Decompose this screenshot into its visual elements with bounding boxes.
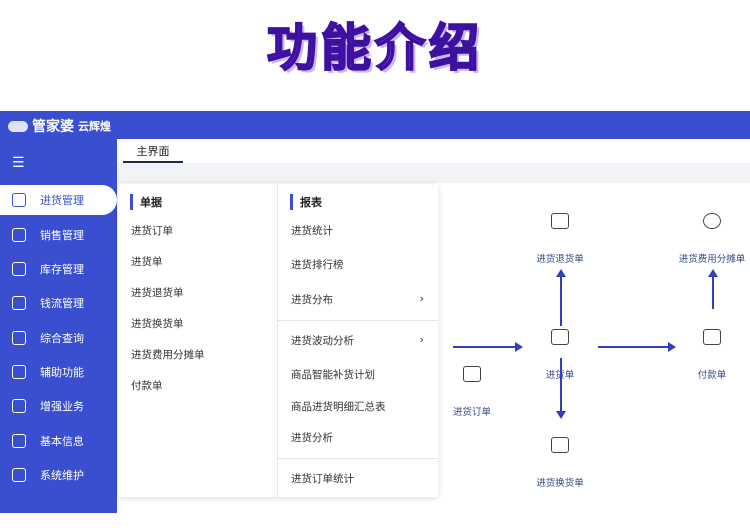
menu-item[interactable]: 进货分布: [291, 294, 333, 306]
menu-item[interactable]: 付款单: [131, 380, 163, 392]
wrench-icon: [12, 468, 26, 482]
assist-icon: [12, 365, 26, 379]
sidebar-item-label: 增强业务: [40, 400, 84, 413]
flow-label: 进货订单: [452, 407, 491, 418]
menu-item[interactable]: 进货订单: [131, 225, 173, 237]
arrowhead: [556, 269, 566, 277]
logo-subtext: 云辉煌: [78, 120, 111, 133]
flow-node-payment[interactable]: 付款单: [652, 329, 750, 381]
search-icon: [12, 331, 26, 345]
menu-toggle-icon[interactable]: ☰: [12, 155, 25, 171]
box-icon: [12, 262, 26, 276]
divider: [278, 320, 438, 321]
page-heading: 功能介绍: [266, 18, 483, 78]
cart-icon: [12, 193, 26, 207]
menu-item[interactable]: 进货单: [131, 256, 163, 268]
flow-node-return[interactable]: 进货退货单: [500, 213, 620, 265]
sidebar-item-label: 钱流管理: [40, 297, 84, 310]
menu-item[interactable]: 进货换货单: [131, 318, 184, 330]
arrow-purchase-to-exchange: [560, 358, 562, 412]
sidebar-item-cashflow[interactable]: 钱流管理: [0, 288, 117, 318]
menu-item[interactable]: 商品进货明细汇总表: [291, 401, 386, 413]
flow-label: 进货换货单: [536, 478, 584, 489]
flow-node-exchange[interactable]: 进货换货单: [500, 437, 620, 489]
menu-item[interactable]: 进货费用分摊单: [131, 349, 205, 361]
sidebar-item-label: 销售管理: [40, 229, 84, 242]
sidebar-item-label: 辅助功能: [40, 366, 84, 379]
menu-item[interactable]: 进货订单统计: [291, 473, 354, 485]
arrowhead: [515, 342, 523, 352]
arrow-purchase-to-payment: [598, 346, 670, 348]
reports-column: 报表 进货统计 进货排行榜 进货分布 › 进货波动分析 › 商品智能补货计划 商…: [278, 184, 438, 497]
return-box-icon: [551, 213, 569, 229]
sidebar-item-label: 库存管理: [40, 263, 84, 276]
payment-icon: [703, 329, 721, 345]
sidebar-item-label: 进货管理: [40, 194, 84, 207]
logo: 管家婆云辉煌: [8, 116, 111, 136]
purchase-dropdown-menu: 单据 进货订单 进货单 进货退货单 进货换货单 进货费用分摊单 付款单 报表 进…: [118, 184, 438, 497]
flow-node-expense[interactable]: 进货费用分摊单: [652, 213, 750, 265]
flow-node-order[interactable]: 进货订单: [412, 366, 532, 418]
sidebar-item-purchase[interactable]: 进货管理: [0, 185, 117, 215]
flow-label: 进货费用分摊单: [678, 254, 746, 265]
menu-item[interactable]: 进货统计: [291, 225, 333, 237]
money-bag-icon: [12, 296, 26, 310]
sidebar-item-label: 综合查询: [40, 332, 84, 345]
list-icon: [12, 399, 26, 413]
exchange-box-icon: [551, 437, 569, 453]
menu-item[interactable]: 进货波动分析: [291, 335, 354, 347]
arrowhead: [668, 342, 676, 352]
menu-item[interactable]: 进货分析: [291, 432, 333, 444]
sidebar: ☰ 进货管理 销售管理 库存管理 钱流管理 综合查询 辅助功能 增强业务 基本信…: [0, 139, 117, 513]
arrow-purchase-to-return: [560, 276, 562, 326]
sidebar-item-assist[interactable]: 辅助功能: [0, 357, 117, 387]
divider: [278, 458, 438, 459]
chevron-right-icon: ›: [419, 333, 424, 346]
arrow-payment-to-expense: [712, 276, 714, 309]
order-icon: [463, 366, 481, 382]
sidebar-item-label: 系统维护: [40, 469, 84, 482]
sidebar-item-system[interactable]: 系统维护: [0, 460, 117, 490]
chevron-right-icon: ›: [419, 292, 424, 305]
section-header: 报表: [290, 194, 322, 210]
section-header: 单据: [130, 194, 162, 210]
top-bar: 管家婆云辉煌: [0, 111, 750, 139]
sidebar-item-enhanced[interactable]: 增强业务: [0, 391, 117, 421]
tab-main[interactable]: 主界面: [123, 143, 183, 163]
sidebar-item-basic-info[interactable]: 基本信息: [0, 426, 117, 456]
menu-item[interactable]: 商品智能补货计划: [291, 369, 375, 381]
expense-icon: [703, 213, 721, 229]
sidebar-item-label: 基本信息: [40, 435, 84, 448]
arrow-order-to-purchase: [453, 346, 517, 348]
sidebar-item-query[interactable]: 综合查询: [0, 323, 117, 353]
menu-item[interactable]: 进货退货单: [131, 287, 184, 299]
flow-node-purchase[interactable]: 进货单: [500, 329, 620, 381]
flow-label: 进货退货单: [536, 254, 584, 265]
sales-icon: [12, 228, 26, 242]
arrowhead: [708, 269, 718, 277]
purchase-box-icon: [551, 329, 569, 345]
logo-text: 管家婆: [32, 119, 74, 135]
tab-bar: 主界面: [117, 139, 750, 163]
flow-label: 付款单: [697, 370, 727, 381]
documents-column: 单据 进货订单 进货单 进货退货单 进货换货单 进货费用分摊单 付款单: [118, 184, 278, 497]
document-icon: [12, 434, 26, 448]
sidebar-item-sales[interactable]: 销售管理: [0, 220, 117, 250]
arrowhead: [556, 411, 566, 419]
sidebar-item-inventory[interactable]: 库存管理: [0, 254, 117, 284]
menu-item[interactable]: 进货排行榜: [291, 259, 344, 271]
cloud-icon: [8, 120, 28, 132]
flow-label: 进货单: [546, 370, 575, 381]
